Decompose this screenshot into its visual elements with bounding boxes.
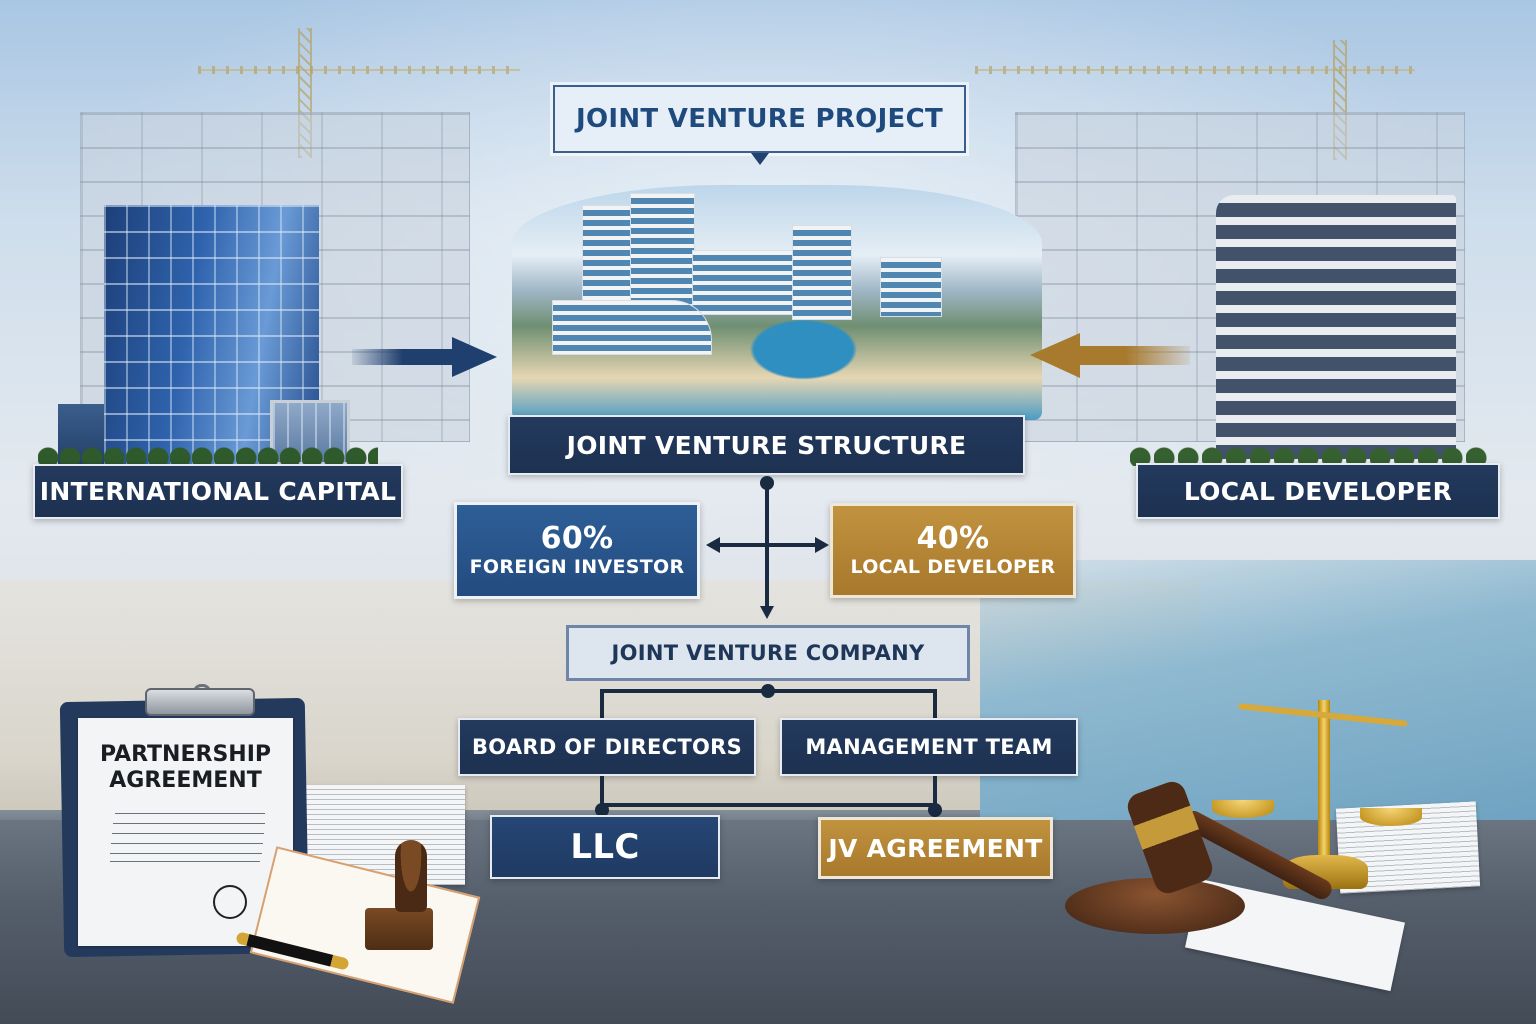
trees-right (1130, 440, 1490, 466)
connector-lower-right (933, 776, 937, 806)
resort-development-illustration (512, 185, 1042, 420)
jv-structure-title: JOINT VENTURE STRUCTURE (566, 430, 967, 460)
local-developer-text: LOCAL DEVELOPER (1183, 476, 1453, 506)
document-line (111, 843, 263, 844)
connector-horizontal (718, 543, 816, 547)
crane-left-jib (198, 66, 520, 74)
document-line (115, 813, 265, 814)
scales-pan-left (1212, 800, 1274, 818)
llc-label: LLC (570, 827, 640, 867)
scales-pan-right (1360, 808, 1422, 826)
arrowhead-down-icon (760, 606, 774, 619)
connector-node (928, 803, 942, 817)
board-of-directors-box: BOARD OF DIRECTORS (458, 718, 756, 776)
connector-node (595, 803, 609, 817)
document-line (110, 853, 262, 854)
clipboard-clip-icon (145, 688, 255, 716)
international-capital-text: INTERNATIONAL CAPITAL (39, 477, 397, 506)
connector-branch-left (600, 689, 604, 719)
llc-box: LLC (490, 815, 720, 879)
international-capital-label: INTERNATIONAL CAPITAL (33, 464, 403, 519)
connector-branch-right (933, 689, 937, 719)
local-developer-share-box: 40% LOCAL DEVELOPER (830, 503, 1076, 598)
jv-agreement-box: JV AGREEMENT (818, 817, 1053, 879)
management-team-label: MANAGEMENT TEAM (805, 735, 1053, 759)
scales-of-justice-icon (1318, 700, 1330, 860)
arrow-left-icon (1030, 333, 1190, 378)
document-line (112, 833, 264, 834)
arrowhead-right-icon (815, 537, 829, 553)
partnership-agreement-title: PARTNERSHIP AGREEMENT (78, 742, 293, 794)
trees-left (38, 440, 378, 466)
arrow-right-icon (352, 337, 497, 377)
jv-company-box: JOINT VENTURE COMPANY (566, 625, 970, 681)
resort-tower (630, 193, 695, 313)
agreement-document (78, 718, 293, 946)
foreign-investor-label: FOREIGN INVESTOR (469, 555, 685, 578)
resort-tower (880, 257, 942, 317)
sea-background (980, 560, 1536, 820)
resort-tower (792, 225, 852, 320)
project-title-box: JOINT VENTURE PROJECT (553, 85, 966, 153)
jv-company-title: JOINT VENTURE COMPANY (611, 641, 925, 665)
management-team-box: MANAGEMENT TEAM (780, 718, 1078, 776)
arrowhead-left-icon (706, 537, 720, 553)
title-pointer-icon (751, 153, 769, 165)
connector-branch-top (600, 689, 937, 693)
rubber-stamp-icon (395, 840, 427, 912)
document-line (113, 823, 265, 824)
stamp-base (365, 908, 433, 950)
board-of-directors-label: BOARD OF DIRECTORS (471, 735, 742, 759)
crane-right-jib (975, 66, 1415, 74)
jv-structure-box: JOINT VENTURE STRUCTURE (508, 415, 1025, 475)
project-title: JOINT VENTURE PROJECT (575, 104, 944, 134)
local-developer-share-label: LOCAL DEVELOPER (850, 555, 1056, 578)
connector-branch-bottom (600, 803, 937, 807)
jv-agreement-label: JV AGREEMENT (828, 833, 1043, 863)
document-line (110, 861, 260, 862)
local-developer-label: LOCAL DEVELOPER (1136, 463, 1500, 519)
gavel-sound-block (1065, 878, 1245, 934)
connector-lower-left (600, 776, 604, 806)
document-title-line2: AGREEMENT (109, 768, 262, 793)
document-title-line1: PARTNERSHIP (99, 742, 272, 767)
local-developer-percent: 40% (916, 520, 990, 556)
resort-tower (692, 250, 802, 315)
seal-icon (213, 885, 247, 919)
residential-tower-illustration (1216, 195, 1456, 465)
foreign-investor-share-box: 60% FOREIGN INVESTOR (454, 502, 700, 599)
resort-hotel (552, 300, 712, 355)
foreign-investor-percent: 60% (540, 520, 614, 556)
